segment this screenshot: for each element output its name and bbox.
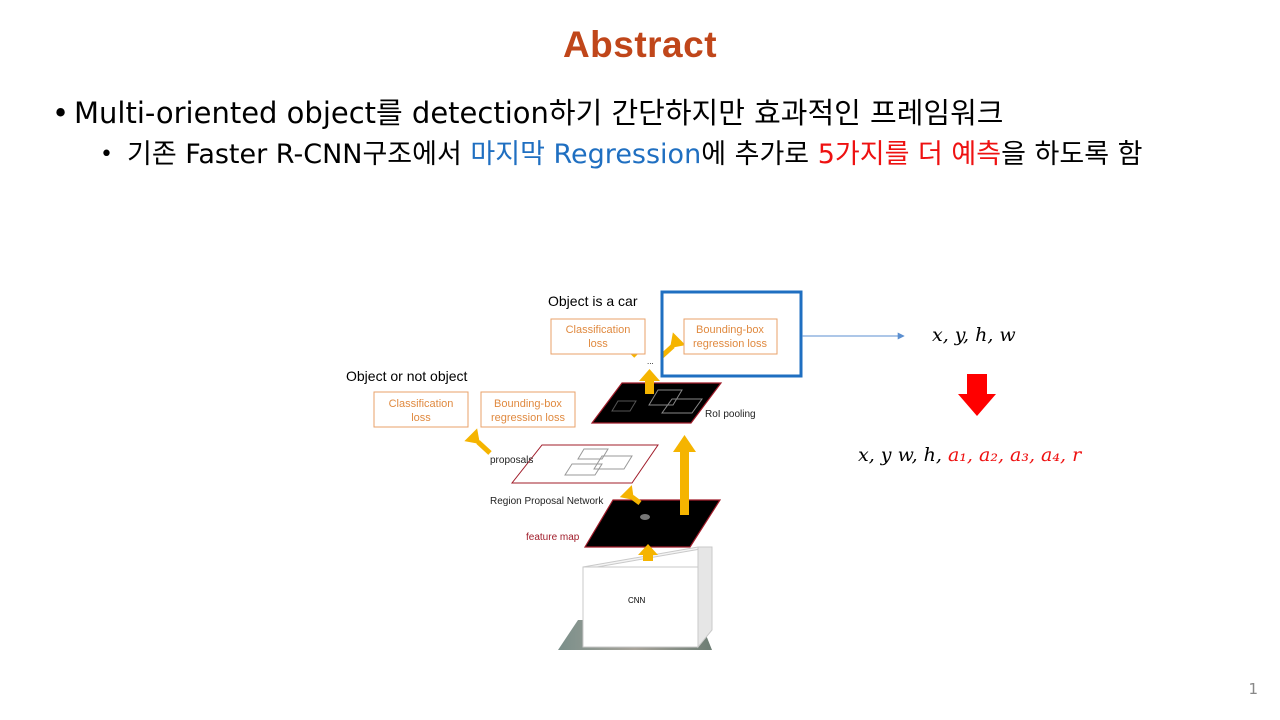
arrow-roi-to-bbox-head [670,332,686,348]
rpn-bbox-loss-box [480,391,576,428]
bullet-dot: • [52,96,70,130]
page-number: 1 [1248,680,1258,698]
loss-label: regression loss [693,338,767,350]
feature-map [583,499,722,548]
regression-highlight-frame [660,290,803,378]
arrow-roi-up [645,380,654,394]
arrow-proposals-to-loss [476,440,492,455]
bullet-text: 기존 Faster R-CNN구조에서 마지막 Regression에 추가로 … [127,138,1230,172]
slide-title: Abstract [562,24,718,65]
down-arrow-icon [958,374,996,416]
feature-map-label: feature map [526,532,580,543]
bullet-text-part: 에 추가로 [701,139,818,170]
highlight-regression: 마지막 Regression [470,139,702,170]
output-arrow [818,332,905,340]
roi-pooling-label: RoI pooling [705,409,756,420]
proposal-box [593,455,633,470]
roi-box [661,398,703,414]
arrow-feature-to-rpn-head [619,485,634,500]
roi-pooling-plane [590,382,723,424]
loss-label: Bounding-box [696,324,764,336]
arrow-cnn-to-feature [643,555,653,561]
cnn-label: CNN [628,596,646,605]
cnn-box [582,566,699,648]
ellipsis: ... [647,357,654,366]
loss-label: loss [588,338,608,350]
rpn-classification-loss-box [373,391,469,428]
classification-loss-box [550,318,646,355]
roi-box [611,400,637,412]
arrow-proposals-to-loss-head [464,428,480,444]
bullet-dot: • [100,142,113,167]
arrow-roi-up-head [639,369,660,381]
bbox-regression-loss-box [683,318,778,355]
bullet-text-part: 기존 Faster R-CNN구조에서 [127,139,471,170]
bullet-level1: •Multi-oriented object를 detection하기 간단하지… [52,90,1003,132]
proposal-box [577,448,609,460]
highlight-five-more: 5가지를 더 예측 [817,139,1002,170]
arrow-cnn-to-feature-head [638,544,658,555]
bullet-level2: • 기존 Faster R-CNN구조에서 마지막 Regression에 추가… [100,138,1230,172]
formula-extended: x, y w, h, a₁, a₂, a₃, a₄, r [858,444,1081,466]
arrow-feature-to-roi [680,450,689,515]
object-is-car-label: Object is a car [548,293,638,309]
roi-box [648,389,683,406]
loss-label: Classification [389,398,454,410]
formula-original: x, y, h, w [932,324,1016,346]
bullet-text: Multi-oriented object를 detection하기 간단하지만… [74,96,1004,130]
cnn-box-side [697,546,713,649]
loss-label: regression loss [491,412,565,424]
formula-extended-base: x, y w, h, [858,444,948,466]
proposal-box [564,463,603,476]
object-or-not-label: Object or not object [346,368,468,384]
faster-rcnn-diagram: image CNN feature map Region Proposal Ne… [346,290,819,650]
loss-label: Classification [566,324,631,336]
loss-label: loss [411,412,431,424]
rpn-label: Region Proposal Network [490,496,604,507]
proposals-label: proposals [490,455,533,466]
loss-label: Bounding-box [494,398,562,410]
bullet-text-part: 을 하도록 함 [1001,139,1143,170]
feature-blob [640,514,650,520]
arrow-feature-to-roi-head [673,435,696,452]
formula-extended-new-terms: a₁, a₂, a₃, a₄, r [947,444,1082,466]
